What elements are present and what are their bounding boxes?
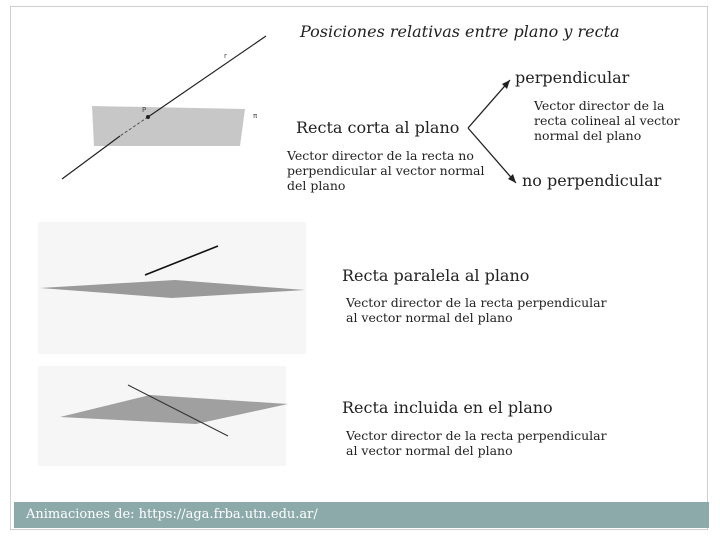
secant-desc: Vector director de la recta no perpendic… (287, 148, 485, 193)
fig-secant-point-label: P (142, 106, 146, 114)
slide-frame (10, 6, 708, 530)
parallel-label: Recta paralela al plano (342, 266, 530, 285)
fig-secant: r P π (61, 35, 267, 180)
fig-parallel (38, 222, 306, 354)
fig-secant-line-upper (147, 35, 267, 118)
perpendicular-label: perpendicular (515, 68, 630, 87)
secant-label: Recta corta al plano (296, 118, 460, 137)
fig-secant-plane (92, 106, 245, 146)
fig-secant-line-label: r (224, 52, 227, 60)
non-perpendicular-label: no perpendicular (522, 171, 662, 190)
fig-secant-point (146, 115, 150, 119)
fig-included-plane (60, 395, 288, 424)
fig-secant-line-lower (61, 135, 121, 180)
fig-parallel-plane (40, 280, 305, 298)
included-label: Recta incluida en el plano (342, 398, 553, 417)
footer-credit: Animaciones de: https://aga.frba.utn.edu… (26, 507, 318, 522)
perpendicular-desc: Vector director de la recta colineal al … (534, 98, 680, 143)
slide-title: Posiciones relativas entre plano y recta (300, 22, 620, 41)
branch-bracket (467, 79, 517, 184)
included-desc: Vector director de la recta perpendicula… (346, 428, 607, 458)
footer-bar: Animaciones de: https://aga.frba.utn.edu… (14, 502, 709, 528)
fig-included (38, 366, 288, 466)
fig-secant-plane-label: π (253, 112, 258, 120)
fig-parallel-line (144, 245, 219, 276)
parallel-desc: Vector director de la recta perpendicula… (346, 295, 607, 325)
fig-included-line (127, 384, 229, 437)
fig-secant-line-hidden (119, 116, 149, 137)
